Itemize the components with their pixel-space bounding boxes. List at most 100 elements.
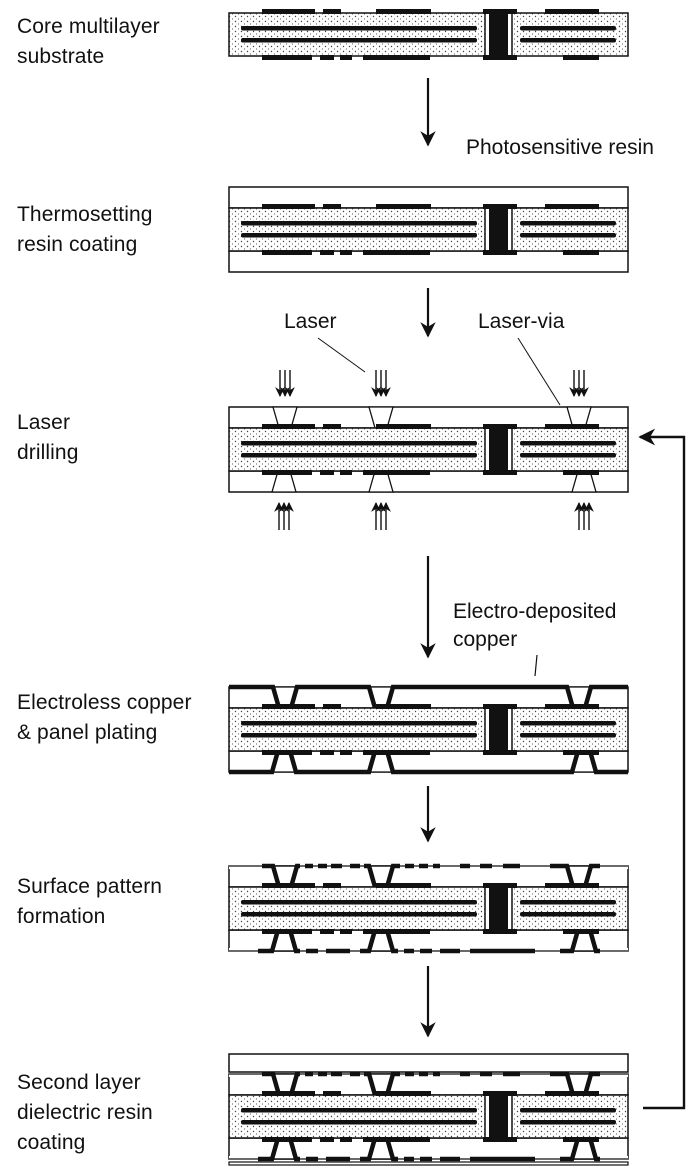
inner-copper-plane	[241, 912, 477, 917]
inner-copper-plane	[241, 721, 477, 726]
stage-label-laser-drilling: Laser drilling	[17, 411, 79, 464]
inner-copper-plane	[520, 441, 616, 446]
stage-label-plating: Electroless copper & panel plating	[17, 691, 192, 744]
surface-copper-pad	[340, 750, 352, 755]
annotation-electro-deposited-copper: Electro-deposited copper	[453, 600, 617, 651]
inner-copper-plane	[520, 721, 616, 726]
surface-copper-pad	[545, 1091, 599, 1096]
surface-copper-pad	[340, 1137, 352, 1142]
core-dielectric-right	[511, 707, 629, 752]
surface-copper-pad	[563, 929, 599, 934]
surface-copper-pad	[563, 470, 599, 475]
stage-plating	[228, 684, 629, 775]
surface-copper-pad	[563, 55, 599, 60]
surface-copper-pad	[545, 704, 599, 709]
inner-copper-plane	[241, 1108, 477, 1113]
through-hole-via	[489, 704, 508, 755]
surface-copper-pad	[320, 929, 334, 934]
inner-copper-plane	[241, 733, 477, 738]
core-dielectric-right	[511, 427, 629, 472]
surface-copper-pad	[545, 204, 599, 209]
core-dielectric-right	[511, 207, 629, 252]
surface-copper-pad	[262, 470, 312, 475]
through-hole-via	[489, 424, 508, 475]
annotation-laser: Laser	[284, 310, 337, 333]
inner-copper-plane	[520, 1108, 616, 1113]
surface-copper-pad	[340, 250, 352, 255]
inner-copper-plane	[241, 233, 477, 238]
surface-copper-pad	[340, 470, 352, 475]
inner-copper-plane	[520, 233, 616, 238]
stage-label-core: Core multilayer substrate	[17, 15, 160, 68]
surface-copper-pad	[483, 204, 517, 209]
annotation-laser-via: Laser-via	[478, 310, 565, 333]
core-dielectric-left	[228, 886, 486, 931]
surface-copper-pad	[545, 9, 599, 14]
surface-copper-pad	[363, 470, 430, 475]
surface-copper-pad	[320, 250, 334, 255]
loop-back-arrow	[638, 428, 686, 1110]
stage-second	[228, 1053, 629, 1166]
inner-copper-plane	[520, 38, 616, 43]
surface-copper-pad	[563, 250, 599, 255]
surface-copper-pad	[323, 1091, 341, 1096]
through-hole-via	[489, 9, 508, 60]
leader-line-copper	[534, 654, 538, 677]
surface-copper-pad	[483, 9, 517, 14]
surface-copper-pad	[363, 250, 430, 255]
surface-copper-pad	[262, 929, 312, 934]
stage-laser	[228, 337, 629, 530]
surface-copper-pad	[376, 1091, 431, 1096]
surface-copper-pad	[262, 883, 315, 888]
surface-copper-pad	[320, 1137, 334, 1142]
leader-line-laser-via	[517, 337, 561, 406]
surface-copper-pad	[483, 750, 517, 755]
surface-copper-pad	[363, 929, 430, 934]
inner-copper-plane	[241, 26, 477, 31]
surface-copper-pad	[262, 250, 312, 255]
surface-copper-pad	[376, 9, 431, 14]
stage-label-second-layer: Second layer dielectric resin coating	[17, 1071, 153, 1154]
surface-copper-pad	[320, 470, 334, 475]
surface-copper-pad	[376, 424, 431, 429]
surface-copper-pad	[483, 704, 517, 709]
inner-copper-plane	[520, 221, 616, 226]
stage-resin	[228, 186, 629, 273]
core-dielectric-left	[228, 707, 486, 752]
stage-label-pattern: Surface pattern formation	[17, 875, 163, 928]
core-dielectric-right	[511, 12, 629, 57]
inner-copper-plane	[241, 38, 477, 43]
second-resin-layer-bottom	[228, 1161, 629, 1166]
inner-copper-plane	[241, 900, 477, 905]
core-dielectric-left	[228, 1094, 486, 1139]
surface-copper-pad	[363, 750, 430, 755]
surface-copper-pad	[323, 9, 341, 14]
surface-copper-pad	[563, 1137, 599, 1142]
surface-copper-pad	[323, 204, 341, 209]
core-dielectric-left	[228, 427, 486, 472]
inner-copper-plane	[241, 221, 477, 226]
inner-copper-plane	[520, 453, 616, 458]
surface-copper-pad	[483, 424, 517, 429]
surface-copper-pad	[262, 9, 315, 14]
surface-copper-pad	[262, 750, 312, 755]
surface-copper-pad	[323, 424, 341, 429]
surface-copper-pad	[340, 55, 352, 60]
annotation-photosensitive-resin: Photosensitive resin	[466, 136, 654, 159]
surface-copper-pad	[262, 1137, 312, 1142]
surface-copper-pad	[340, 929, 352, 934]
inner-copper-plane	[520, 26, 616, 31]
core-dielectric-right	[511, 886, 629, 931]
surface-copper-pad	[262, 55, 312, 60]
surface-copper-pad	[376, 704, 431, 709]
inner-copper-plane	[520, 900, 616, 905]
surface-copper-pad	[323, 883, 341, 888]
surface-copper-pad	[323, 704, 341, 709]
core-dielectric-left	[228, 207, 486, 252]
surface-copper-pad	[545, 883, 599, 888]
surface-copper-pad	[483, 470, 517, 475]
surface-copper-pad	[483, 250, 517, 255]
surface-copper-pad	[483, 883, 517, 888]
surface-copper-pad	[262, 704, 315, 709]
surface-copper-pad	[262, 204, 315, 209]
